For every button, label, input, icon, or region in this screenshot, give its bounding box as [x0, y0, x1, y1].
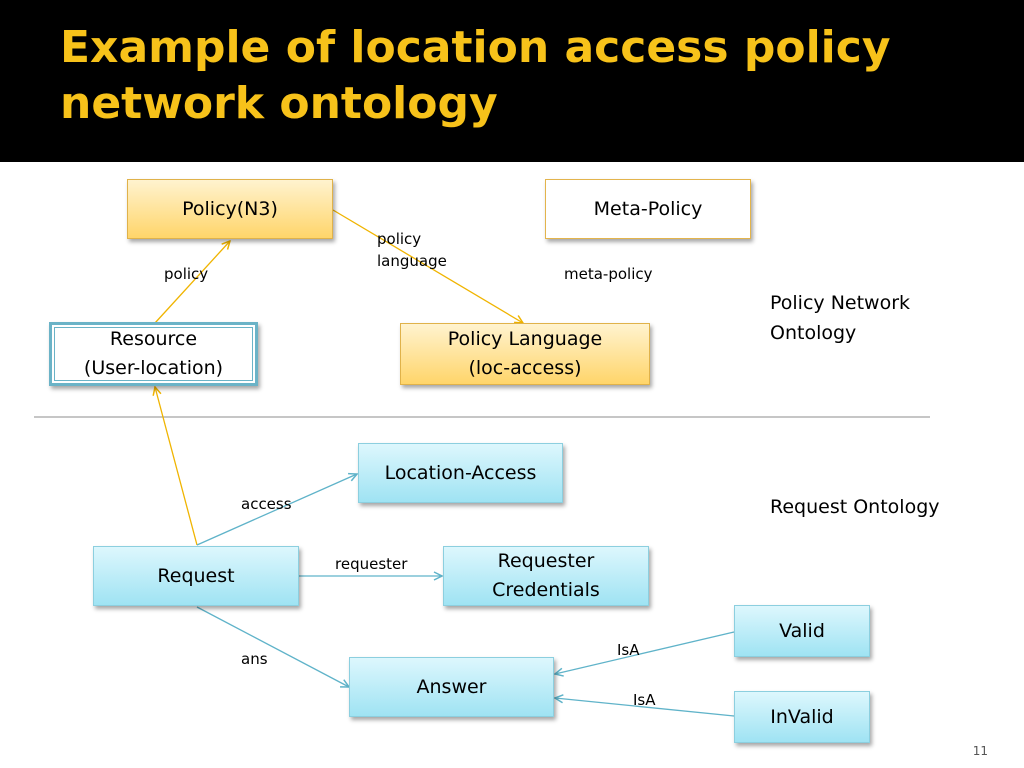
node-location-access-label: Location-Access [384, 461, 537, 484]
node-requester-credentials: Requester Credentials [443, 546, 649, 606]
edge-policy-language [332, 209, 523, 323]
edge-label-isa-valid: IsA [617, 641, 640, 659]
title-bar: Example of location access policy networ… [0, 0, 1024, 162]
node-request-label: Request [157, 564, 235, 587]
node-resource: Resource (User-location) [49, 322, 258, 386]
edge-label-isa-invalid: IsA [633, 691, 656, 709]
node-meta-policy: Meta-Policy [545, 179, 751, 239]
section-label-request: Request Ontology [770, 496, 940, 518]
edge-isa-invalid [555, 698, 735, 717]
node-requester-credentials-label: Requester Credentials [492, 550, 600, 601]
edge-isa-valid [555, 631, 735, 674]
node-policy-n3: Policy(N3) [127, 179, 333, 239]
edge-request-resource [155, 387, 198, 546]
edge-label-ans: ans [241, 650, 268, 668]
edge-label-policy-language: policy language [377, 230, 447, 270]
edge-access [196, 474, 357, 546]
node-location-access: Location-Access [358, 443, 563, 503]
node-policy-language-label: Policy Language (loc-access) [447, 328, 603, 379]
edge-label-requester: requester [335, 555, 408, 573]
edge-ans [196, 606, 349, 687]
node-request: Request [93, 546, 299, 606]
section-label-policy-network: Policy Network Ontology [770, 292, 911, 344]
page-number: 11 [972, 744, 988, 758]
node-policy-n3-label: Policy(N3) [182, 197, 278, 220]
node-answer-label: Answer [416, 675, 487, 698]
node-valid: Valid [734, 605, 870, 657]
node-valid-label: Valid [779, 619, 825, 642]
node-invalid-label: InValid [770, 705, 834, 728]
node-policy-language: Policy Language (loc-access) [400, 323, 650, 385]
node-answer: Answer [349, 657, 554, 717]
node-invalid: InValid [734, 691, 870, 743]
node-resource-label: Resource (User-location) [83, 328, 224, 379]
slide-title: Example of location access policy networ… [60, 22, 891, 129]
edge-policy [154, 241, 230, 324]
edge-label-policy: policy [164, 265, 209, 283]
edge-label-access: access [241, 495, 292, 513]
node-meta-policy-label: Meta-Policy [593, 197, 703, 220]
edge-label-meta-policy: meta-policy [564, 265, 653, 283]
